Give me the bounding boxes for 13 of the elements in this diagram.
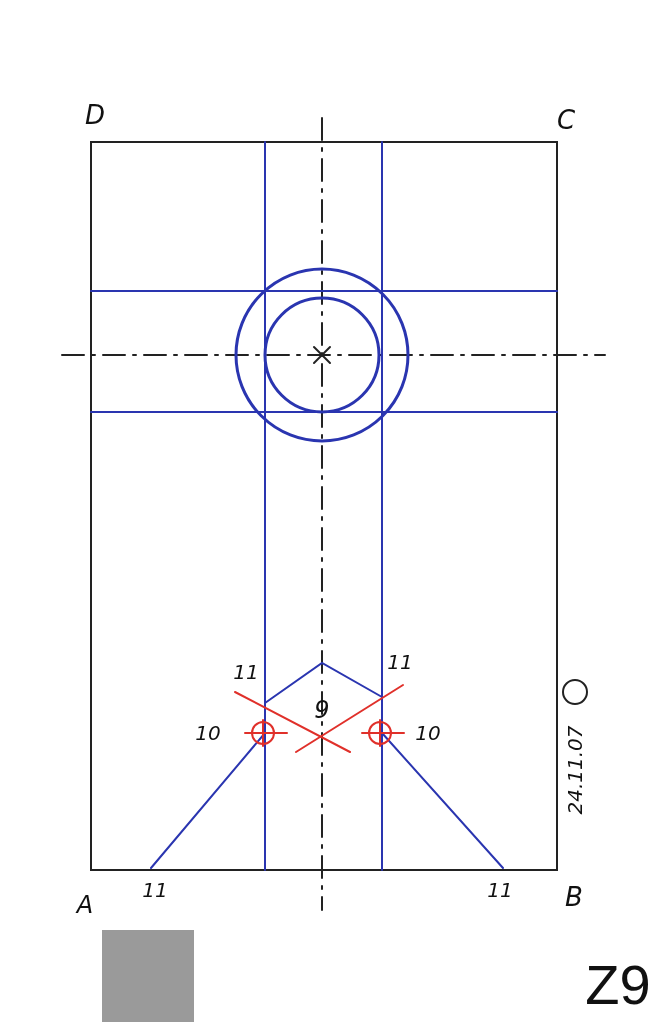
date-text: 24.11.07 [565,725,585,815]
point-label: D [85,102,105,128]
point-label: A [76,893,94,917]
callout-number: 11 [387,652,413,672]
callout-number: 10 [195,723,221,743]
callout-number: 11 [142,880,168,900]
point-label: B [565,884,583,910]
callout-number: 10 [415,723,441,743]
callout-number: 9 [314,698,330,722]
point-label: C [556,107,576,133]
callout-number: 11 [233,662,259,682]
page-number: Z9 [585,957,651,1013]
callout-number: 11 [487,880,513,900]
